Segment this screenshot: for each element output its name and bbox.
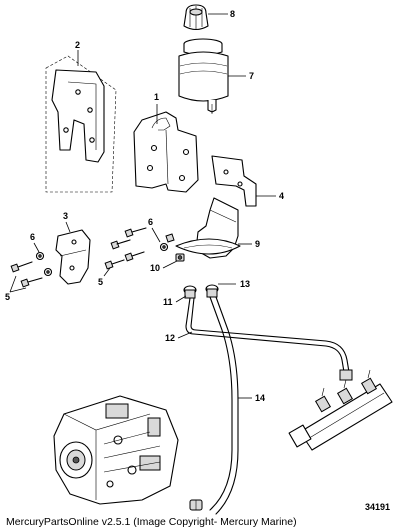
callout-6a: 6	[30, 232, 35, 242]
leader-5a	[9, 275, 17, 293]
part-6-washer-right	[159, 233, 175, 252]
leader-5b	[103, 267, 111, 277]
callout-3: 3	[63, 211, 68, 221]
part-7-reservoir	[178, 38, 229, 114]
part-1-mounting-bracket	[133, 111, 199, 193]
callout-2: 2	[75, 40, 80, 50]
leader-6a	[33, 242, 40, 253]
copyright-footer: MercuryPartsOnline v2.5.1 (Image Copyrig…	[6, 516, 297, 528]
part-2-bracket	[45, 55, 117, 193]
leader-5a2	[9, 287, 27, 293]
part-9-clamp	[175, 197, 241, 259]
part-12-hose	[185, 297, 353, 381]
callout-8: 8	[230, 9, 235, 19]
callout-7: 7	[249, 71, 254, 81]
callout-6b: 6	[148, 217, 153, 227]
part-5-bolts-right	[104, 227, 147, 270]
callout-12: 12	[165, 333, 175, 343]
leader-11	[175, 295, 187, 303]
callout-4: 4	[279, 191, 284, 201]
part-3-plate	[55, 229, 91, 285]
hose-end-fitting	[189, 499, 203, 511]
oil-cooler-assembly	[288, 369, 393, 451]
part-11-fitting	[183, 285, 197, 299]
callout-10: 10	[150, 263, 160, 273]
leader-12	[177, 331, 193, 339]
part-5-bolts-left	[10, 261, 43, 288]
power-steering-pump	[53, 395, 179, 505]
callout-5b: 5	[98, 277, 103, 287]
leader-3	[65, 221, 71, 233]
part-13-fitting	[205, 284, 219, 298]
part-4-small-bracket	[211, 155, 257, 207]
leader-10	[162, 260, 178, 269]
callout-11: 11	[163, 297, 173, 307]
figure-id: 34191	[364, 502, 390, 512]
callout-9: 9	[255, 239, 260, 249]
callout-13: 13	[240, 279, 250, 289]
callout-5a: 5	[5, 292, 10, 302]
part-6-washers-left	[35, 251, 53, 277]
callout-14: 14	[255, 393, 265, 403]
part-14-hose	[209, 296, 239, 515]
part-8-reservoir-cap	[183, 4, 209, 31]
callout-1: 1	[154, 92, 159, 102]
part-10-clamp-nut	[175, 253, 185, 262]
leader-6b	[151, 227, 161, 243]
